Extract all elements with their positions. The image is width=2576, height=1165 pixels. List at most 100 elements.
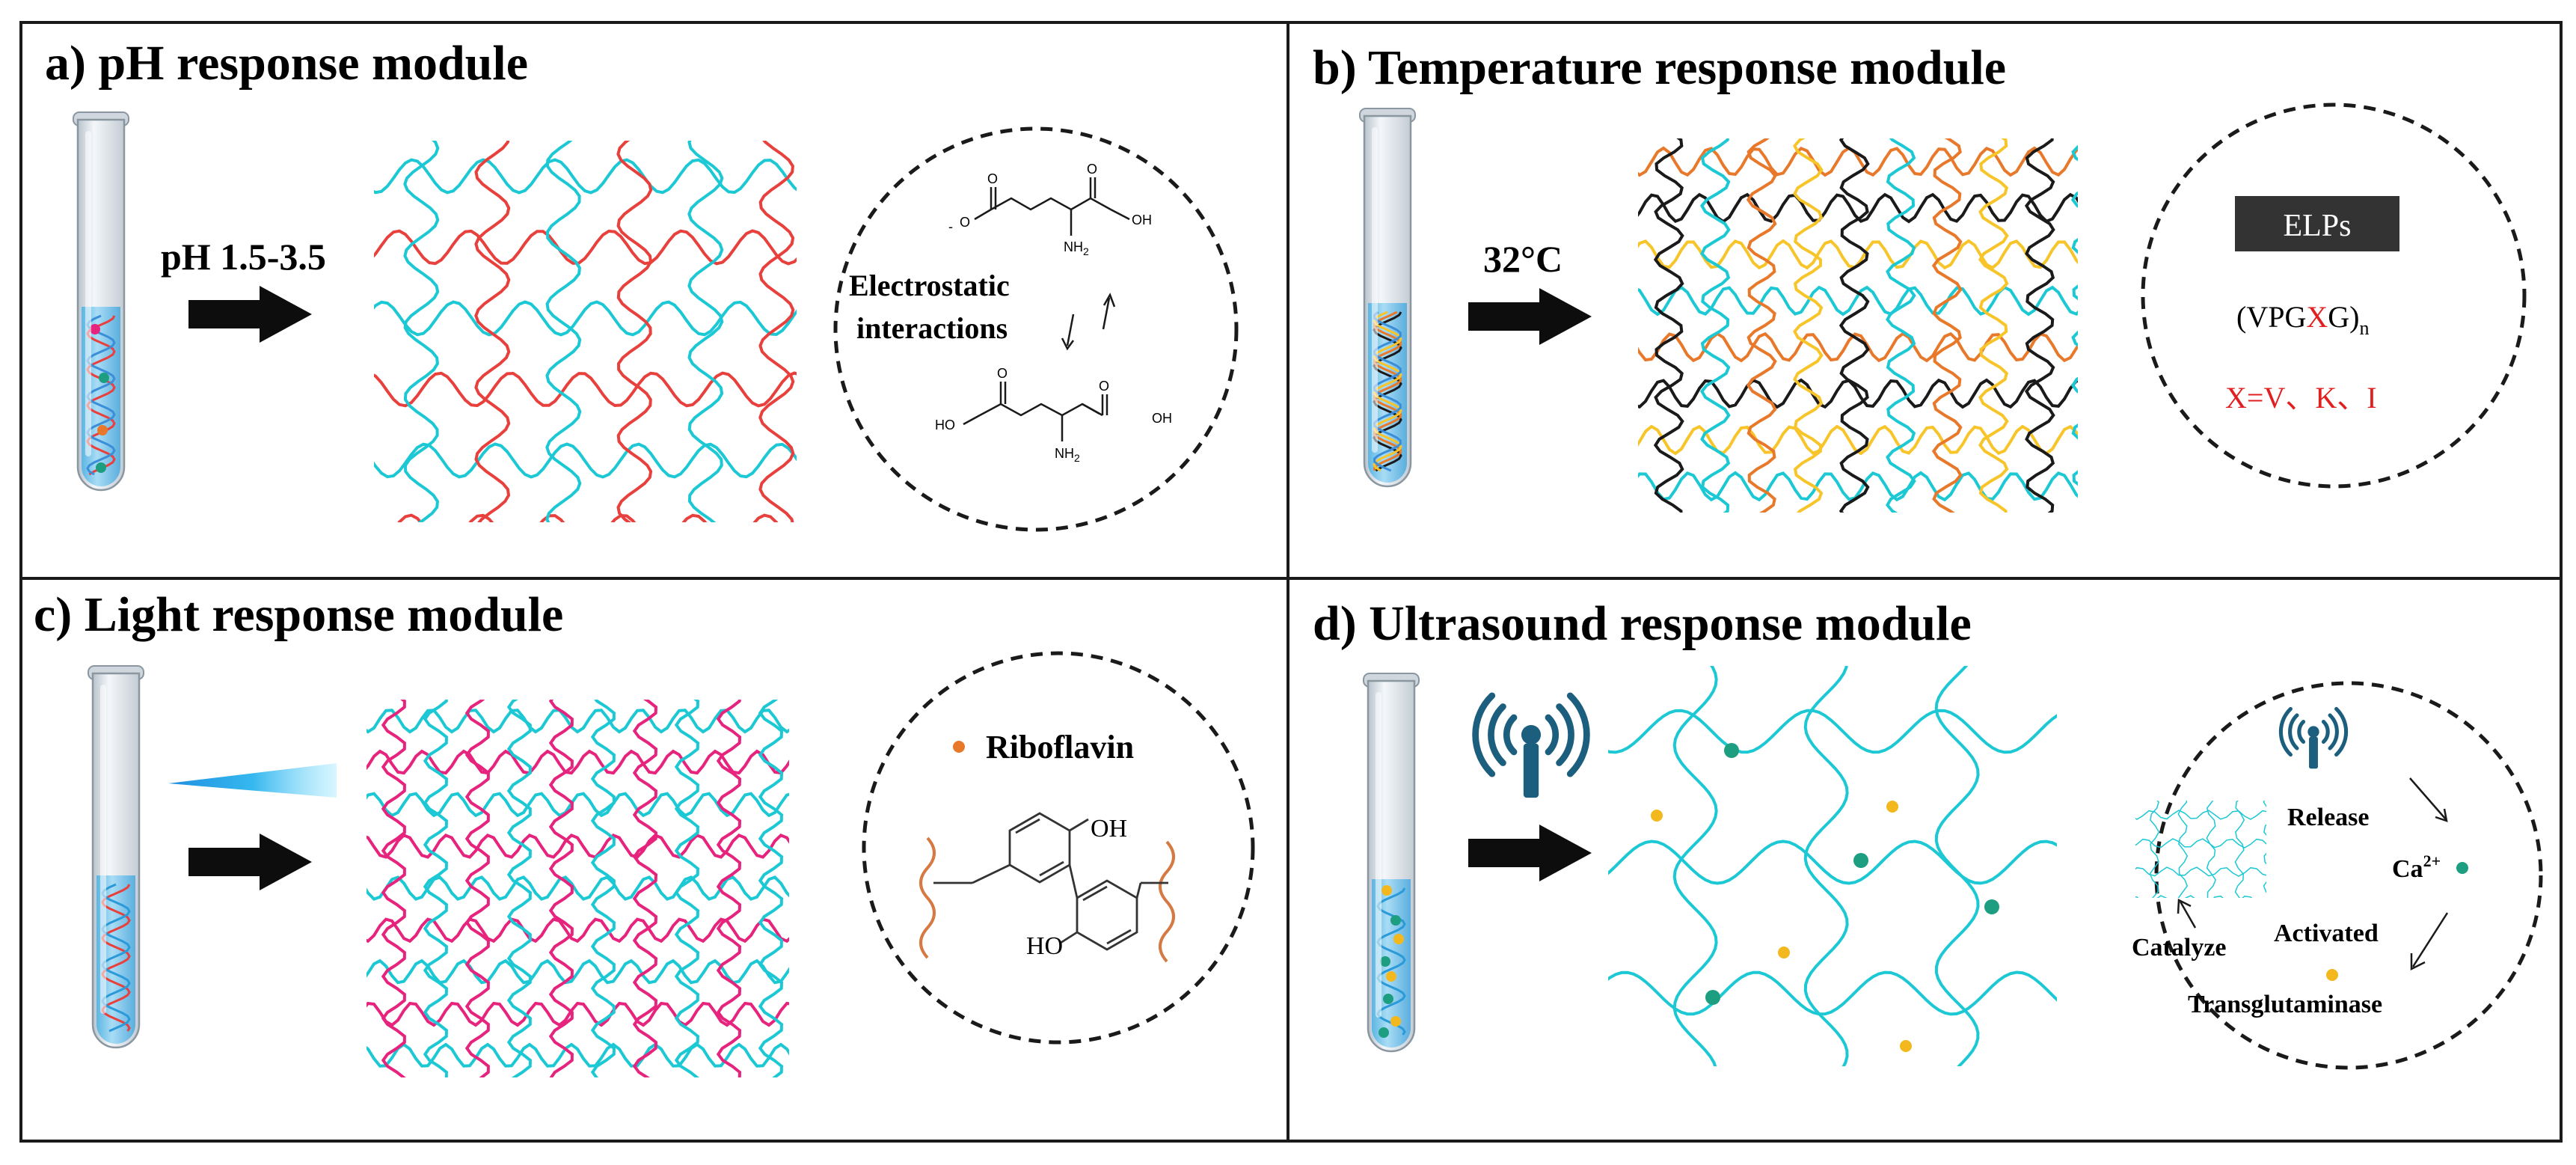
svg-text:O: O: [1087, 162, 1097, 177]
polymer-strand: [367, 1042, 789, 1068]
polymer-strand: [2070, 144, 2078, 486]
ph-condition-label: pH 1.5-3.5: [161, 236, 326, 278]
polymer-strand: [2067, 643, 2109, 1086]
arrow-right-icon: [1468, 288, 1592, 345]
polymer-strand: [367, 1001, 789, 1027]
polymer-strand: [716, 700, 742, 1077]
polymer-strand: [367, 749, 789, 775]
svg-text:2: 2: [1083, 245, 1089, 257]
elps-label: ELPs: [2283, 209, 2351, 243]
polymer-strand: [2135, 810, 2266, 820]
calcium-dot: [1984, 899, 1999, 914]
release-label: Release: [2287, 804, 2370, 831]
test-tube-icon: [1363, 673, 1420, 1053]
polymer-strand: [344, 667, 811, 689]
panel-d-title: d) Ultrasound response module: [1313, 596, 1972, 651]
polymer-strand: [1931, 138, 1963, 513]
hydrogel-network: [341, 667, 824, 1096]
polymer-strand: [2135, 866, 2266, 877]
glutamic-acid-structure: [963, 177, 1130, 441]
transglutaminase-dot: [1651, 810, 1663, 822]
chem-labels: - O O O OH NH 2 HO O O OH NH 2: [935, 162, 1172, 464]
transglutaminase-dot: [1900, 1040, 1912, 1052]
test-tube-icon: [73, 111, 129, 492]
transglutaminase-dot: [1778, 947, 1790, 958]
ultrasound-tower-icon: [2278, 706, 2349, 769]
ultrasound-tower-icon: [1472, 692, 1590, 798]
polymer-strand: [1672, 666, 1718, 1066]
polymer-strand: [687, 141, 724, 522]
polymer-strand: [545, 141, 582, 522]
svg-text:O: O: [987, 171, 998, 186]
polymer-strand: [2206, 801, 2217, 898]
panel-c-title: c) Light response module: [34, 587, 563, 642]
electrostatic-label: Electrostatic: [849, 269, 1010, 302]
svg-text:O: O: [960, 215, 970, 230]
svg-text:HO: HO: [1026, 932, 1063, 960]
arrow-right-icon: [188, 286, 312, 343]
calcium-dot: [1705, 990, 1720, 1005]
polymer-strand: [1608, 840, 2057, 885]
polymer-strand: [464, 700, 490, 1077]
polymer-strand: [1616, 102, 2100, 129]
polymer-strand: [1638, 378, 2078, 409]
cycle-arrows: [2177, 777, 2449, 971]
polymer-strand: [2135, 895, 2253, 898]
polymer-strand: [1608, 970, 2057, 1016]
polymer-strand: [374, 229, 797, 266]
polymer-strand: [2135, 838, 2266, 848]
polymer-strand: [548, 700, 574, 1077]
polymer-strand: [758, 700, 784, 1077]
transglutaminase-dot: [1886, 801, 1898, 813]
polymer-strand: [374, 158, 797, 195]
temperature-condition-label: 32°C: [1483, 238, 1563, 280]
hydrogel-network: [1609, 102, 2100, 546]
panel-borders: [19, 21, 2563, 1143]
polymer-strand: [1638, 285, 2078, 317]
polymer-strand: [367, 875, 789, 901]
polymer-strand: [2234, 801, 2245, 898]
dityrosine-structure: OH HO: [919, 812, 1175, 963]
svg-text:HO: HO: [935, 418, 955, 432]
inset-circle: [833, 126, 1239, 532]
svg-text:OH: OH: [1132, 212, 1152, 227]
polymer-strand: [367, 833, 789, 859]
arrow-right-icon: [1468, 825, 1592, 881]
polymer-strand: [1609, 116, 1636, 535]
polymer-strand: [1885, 138, 1916, 513]
polymer-strand: [403, 141, 440, 522]
polymer-strand: [2121, 778, 2130, 916]
test-tube-icon: [1359, 108, 1416, 488]
panel-b-title: b) Temperature response module: [1313, 40, 2006, 95]
calcium-dot: [1853, 853, 1868, 868]
polymer-strand: [341, 677, 363, 1096]
svg-text:NH: NH: [1064, 239, 1083, 254]
elps-box: [2235, 196, 2399, 251]
polymer-strand: [506, 700, 532, 1077]
polymer-strand: [1638, 331, 2078, 363]
polymer-strand: [1653, 138, 1684, 513]
polymer-strand: [802, 677, 824, 1096]
polymer-strand: [1608, 709, 2057, 754]
polymer-strand: [1638, 146, 2078, 177]
polymer-strand: [1792, 138, 1824, 513]
polymer-strand: [367, 792, 789, 818]
polymer-strand: [590, 700, 616, 1077]
polymer-strand: [1616, 519, 2100, 546]
svg-text:NH: NH: [1055, 446, 1074, 461]
arrow-right-icon: [188, 834, 312, 890]
polymer-strand: [1839, 138, 1870, 513]
polymer-strand: [632, 700, 658, 1077]
polymer-strand: [374, 300, 797, 337]
interactions-label: interactions: [856, 311, 1008, 345]
svg-text:O: O: [997, 366, 1008, 381]
polymer-strand: [367, 917, 789, 944]
polymer-strand: [474, 141, 511, 522]
calcium-label: Ca2+: [2392, 851, 2441, 883]
hydrogel-network: [1608, 643, 2109, 1086]
svg-text:OH: OH: [1152, 411, 1172, 426]
riboflavin-dot-icon: [953, 741, 965, 753]
activated-label: Activated: [2274, 920, 2379, 947]
polymer-strand: [374, 371, 797, 408]
